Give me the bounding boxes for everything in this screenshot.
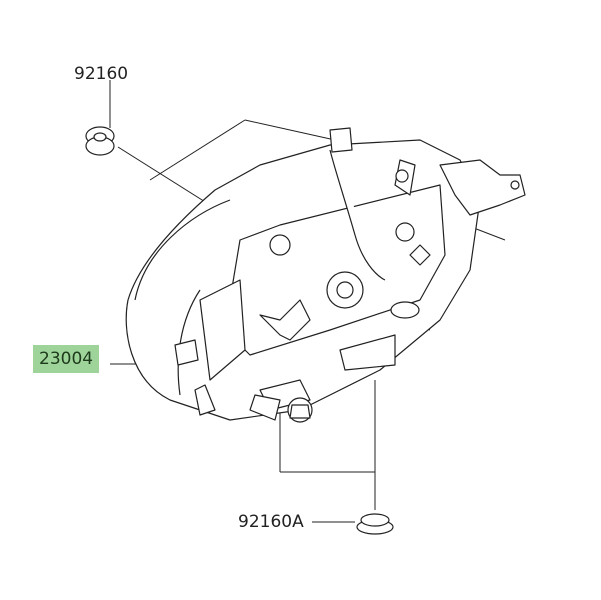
part-label-92160[interactable]: 92160 (74, 64, 129, 84)
headlight-body (125, 127, 526, 423)
grommet-bottom-shape (356, 513, 394, 535)
part-label-23004[interactable]: 23004 (33, 345, 100, 373)
part-label-92160a[interactable]: 92160A (238, 512, 304, 532)
grommet-top-shape (85, 126, 115, 156)
